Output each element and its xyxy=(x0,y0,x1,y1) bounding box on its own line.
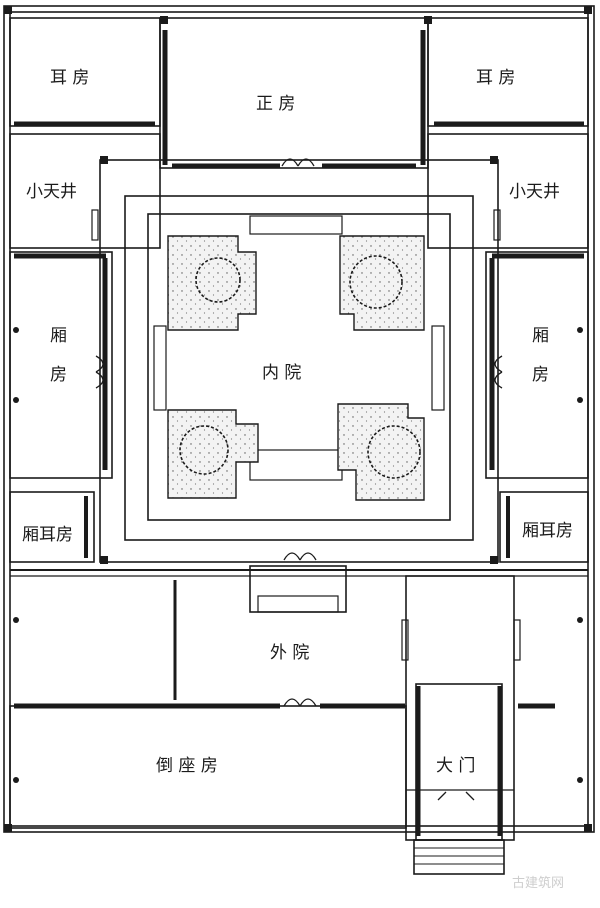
outer-wall xyxy=(3,5,595,833)
small-court-left xyxy=(9,133,161,249)
wing-room-right xyxy=(485,251,589,479)
door-outer-wall xyxy=(283,698,317,707)
garden-circle-ne xyxy=(349,255,403,309)
label-small-court-right: 小天井 xyxy=(509,182,560,202)
label-outer-court: 外 院 xyxy=(270,643,310,663)
label-wing-ear-right: 厢耳房 xyxy=(522,521,573,541)
label-wing-right: 厢房 xyxy=(528,326,548,404)
garden-bed-nw xyxy=(167,235,257,331)
label-gate: 大 门 xyxy=(436,756,476,776)
label-inner-court: 内 院 xyxy=(262,363,302,383)
small-court-right xyxy=(427,133,589,249)
wing-ear-room-right xyxy=(499,491,589,563)
door-main-hall xyxy=(281,158,315,167)
label-wing-left: 厢房 xyxy=(46,326,66,404)
door-gate xyxy=(437,791,475,801)
garden-bed-ne xyxy=(339,235,425,331)
inner-gate xyxy=(249,565,347,613)
wing-room-left xyxy=(9,251,113,479)
garden-circle-se xyxy=(367,425,421,479)
door-inner-gate xyxy=(283,552,317,561)
label-ear-room-left: 耳 房 xyxy=(50,68,90,88)
corridor-inner xyxy=(124,195,474,541)
garden-circle-sw xyxy=(179,425,229,475)
wing-ear-room-left xyxy=(9,491,95,563)
label-reverse-hall: 倒 座 房 xyxy=(156,756,218,776)
label-main-hall: 正 房 xyxy=(256,94,296,114)
garden-bed-se xyxy=(337,403,425,501)
garden-circle-nw xyxy=(195,257,241,303)
label-wing-ear-left: 厢耳房 xyxy=(22,525,73,545)
reverse-hall xyxy=(9,705,407,829)
inner-court xyxy=(147,213,451,521)
door-wing-left xyxy=(95,355,104,389)
watermark: 古建筑网 xyxy=(512,876,565,891)
gate-steps xyxy=(413,839,505,875)
corridor-outer xyxy=(99,159,499,563)
label-ear-room-right: 耳 房 xyxy=(476,68,516,88)
label-small-court-left: 小天井 xyxy=(26,182,77,202)
garden-bed-sw xyxy=(167,409,259,499)
door-wing-right xyxy=(494,355,503,389)
